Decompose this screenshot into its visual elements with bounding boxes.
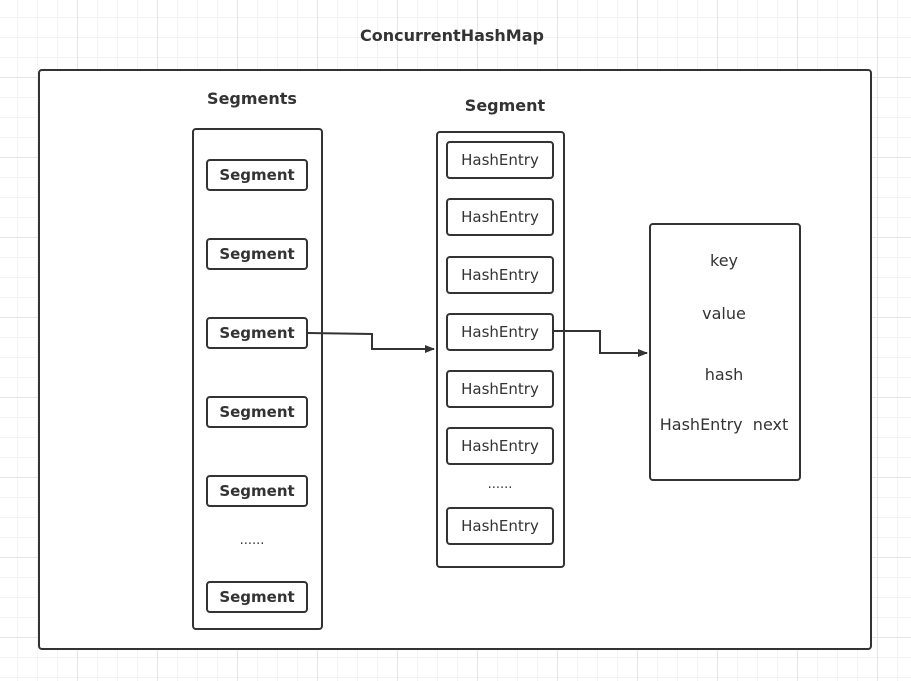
segment-cell: Segment bbox=[206, 317, 308, 349]
segment-cell: Segment bbox=[206, 396, 308, 428]
segment-heading: Segment bbox=[464, 96, 546, 115]
segment-ellipsis: ...... bbox=[487, 477, 513, 492]
hashentry-detail-box bbox=[649, 223, 801, 481]
segment-cell: Segment bbox=[206, 581, 308, 613]
hashentry-cell: HashEntry bbox=[446, 370, 554, 408]
hashentry-cell: HashEntry bbox=[446, 256, 554, 294]
hashentry-cell: HashEntry bbox=[446, 427, 554, 465]
hashentry-cell: HashEntry bbox=[446, 141, 554, 179]
segments-ellipsis: ...... bbox=[239, 533, 265, 548]
segments-heading: Segments bbox=[207, 89, 297, 108]
segments-array bbox=[192, 128, 323, 630]
segment-cell: Segment bbox=[206, 475, 308, 507]
hashentry-cell: HashEntry bbox=[446, 313, 554, 351]
segment-cell: Segment bbox=[206, 238, 308, 270]
field-key: key bbox=[709, 251, 739, 270]
field-hash: hash bbox=[704, 365, 744, 384]
segment-cell: Segment bbox=[206, 159, 308, 191]
field-next: HashEntry next bbox=[659, 415, 789, 434]
diagram-title: ConcurrentHashMap bbox=[360, 26, 544, 45]
hashentry-cell: HashEntry bbox=[446, 198, 554, 236]
field-value: value bbox=[702, 304, 746, 323]
hashentry-cell: HashEntry bbox=[446, 507, 554, 545]
